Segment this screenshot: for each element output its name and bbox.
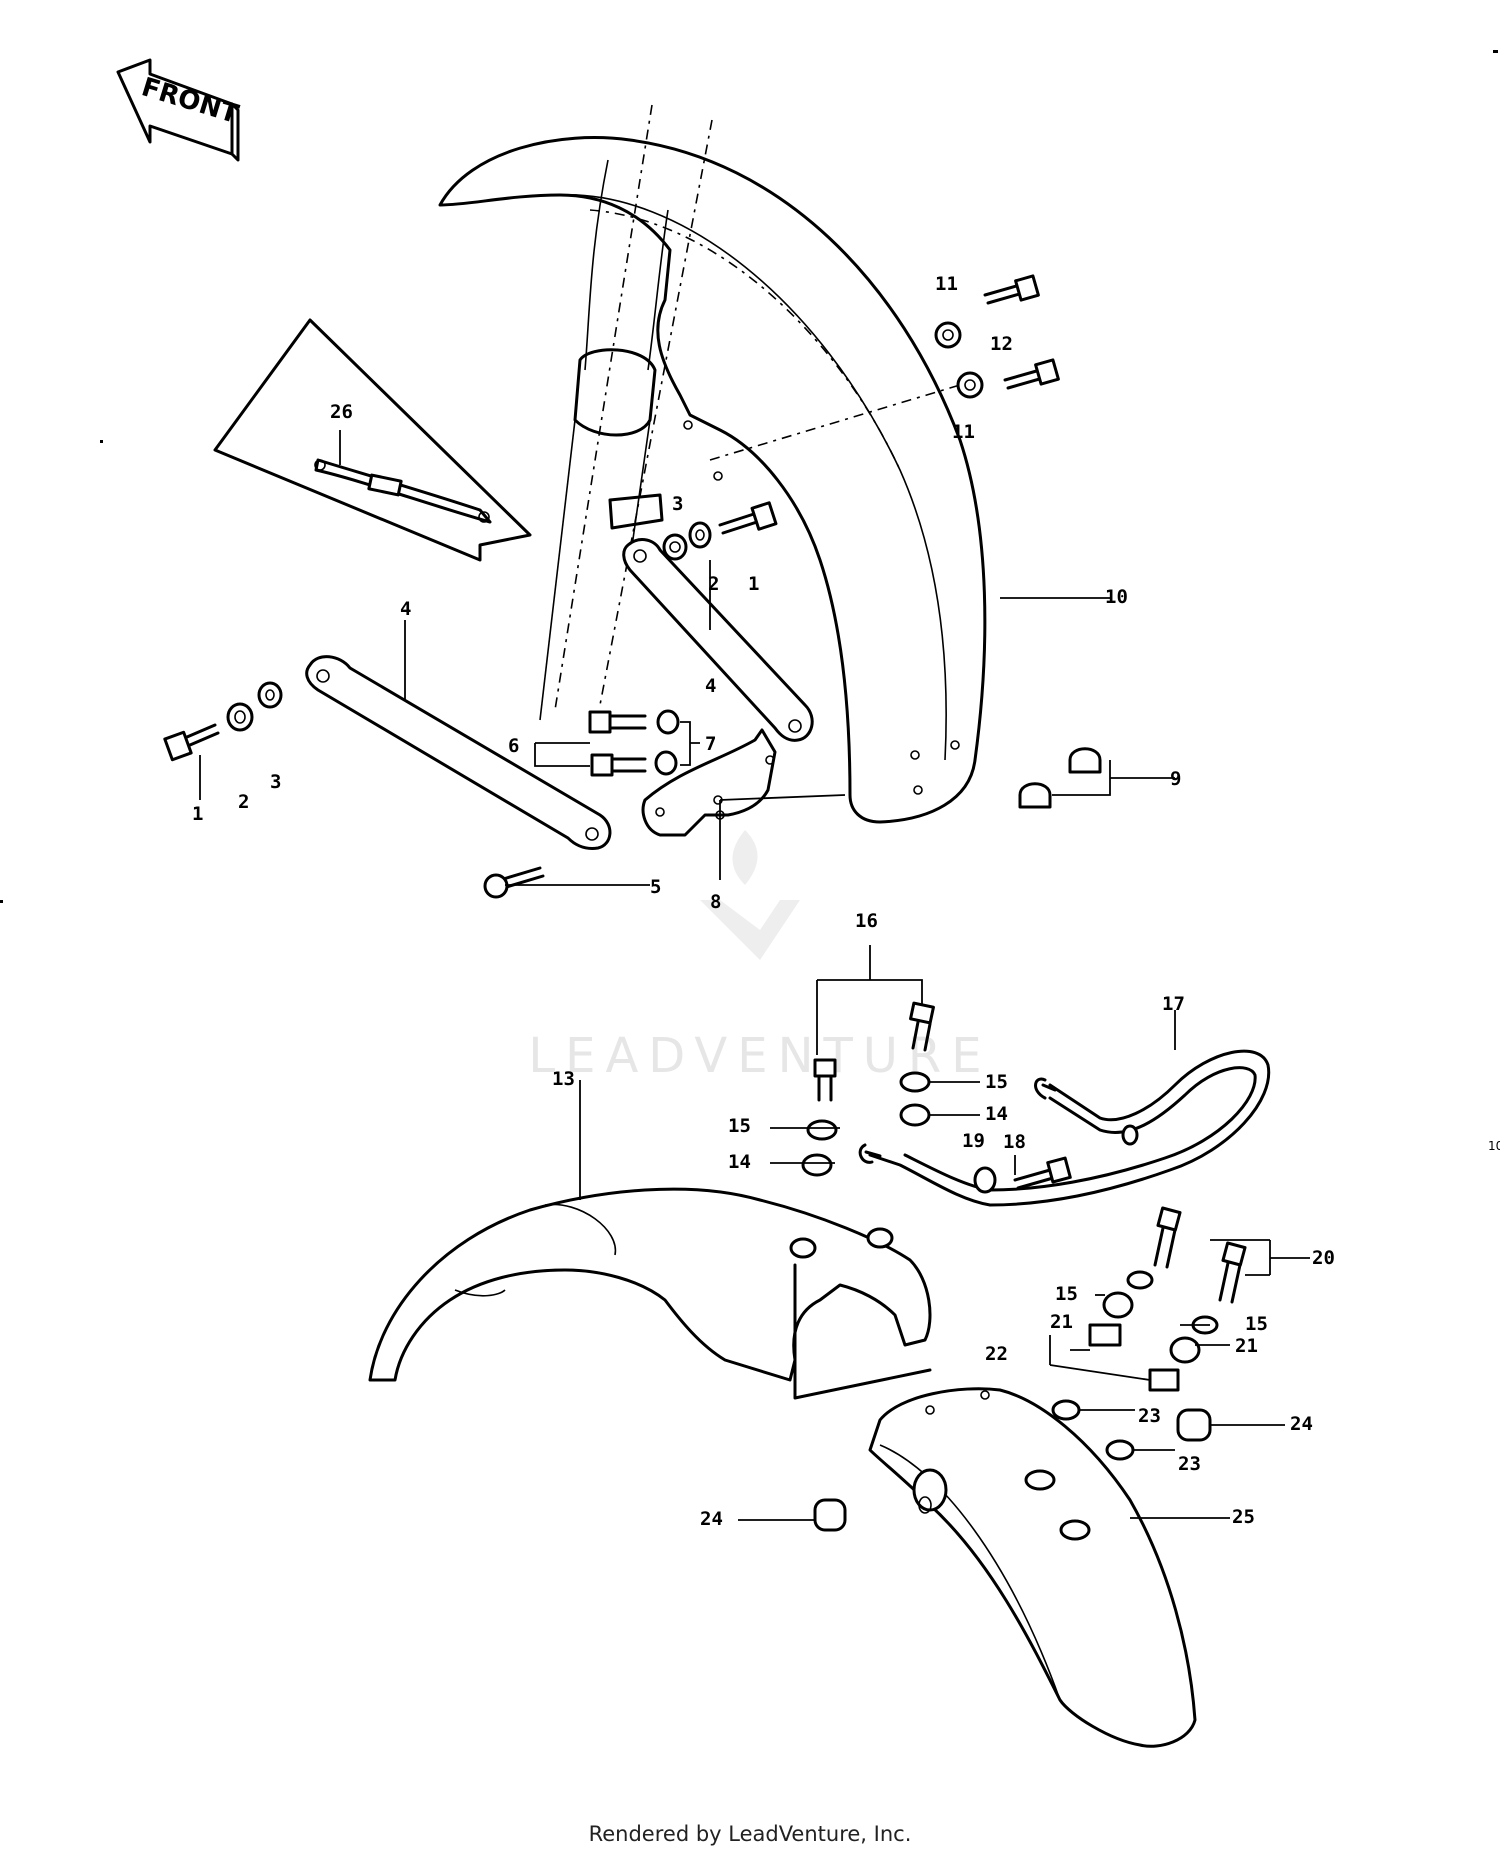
- callout-25: 25: [1232, 1506, 1255, 1528]
- callout-15-far: 15: [1245, 1313, 1268, 1335]
- callout-21-left: 21: [1050, 1311, 1073, 1333]
- hardware-rear: [801, 1001, 1247, 1532]
- callout-3-lower: 3: [270, 771, 281, 793]
- edge-marks: 10: [0, 50, 1500, 1153]
- callout-24-right: 24: [1290, 1413, 1313, 1435]
- callout-10: 10: [1105, 586, 1128, 608]
- callout-4-right: 4: [705, 675, 716, 697]
- callout-15-right: 15: [985, 1071, 1008, 1093]
- callout-18: 18: [1003, 1131, 1026, 1153]
- callout-2-lower: 2: [238, 791, 249, 813]
- callout-13: 13: [552, 1068, 575, 1090]
- callout-1-lower: 1: [192, 803, 203, 825]
- callout-3-upper: 3: [672, 493, 683, 515]
- callout-8: 8: [710, 891, 721, 913]
- callout-26: 26: [330, 401, 353, 423]
- callout-5: 5: [650, 876, 661, 898]
- front-arrow-icon: FRONT: [116, 58, 242, 162]
- callout-14-left: 14: [728, 1151, 751, 1173]
- callout-17: 17: [1162, 993, 1185, 1015]
- inset-detail-26: [213, 318, 532, 562]
- edge-page-number: 10: [1488, 1139, 1500, 1153]
- callout-20: 20: [1312, 1247, 1335, 1269]
- callout-16: 16: [855, 910, 878, 932]
- callout-12: 12: [990, 333, 1013, 355]
- fender-bracket-8: [641, 728, 777, 837]
- fender-brace-upper: [622, 538, 814, 742]
- callout-2-upper: 2: [708, 573, 719, 595]
- callout-24-left: 24: [700, 1508, 723, 1530]
- front-fender: [438, 136, 987, 824]
- callout-14-right: 14: [985, 1103, 1008, 1125]
- footer-credit: Rendered by LeadVenture, Inc.: [588, 1822, 912, 1846]
- callout-23-lower: 23: [1178, 1453, 1201, 1475]
- callout-15-mid: 15: [1055, 1283, 1078, 1305]
- callout-22: 22: [985, 1343, 1008, 1365]
- callout-11-lower: 11: [952, 421, 975, 443]
- rear-flap-25: [868, 1387, 1197, 1748]
- rear-fender: [368, 1187, 932, 1400]
- hardware-top: [163, 274, 1102, 899]
- callout-9: 9: [1170, 768, 1181, 790]
- leader-lines: [199, 430, 1310, 1521]
- callout-19: 19: [962, 1130, 985, 1152]
- callout-1-upper: 1: [748, 573, 759, 595]
- callout-11-upper: 11: [935, 273, 958, 295]
- callout-23-upper: 23: [1138, 1405, 1161, 1427]
- callout-7: 7: [705, 733, 716, 755]
- callout-4-left: 4: [400, 598, 411, 620]
- leadventure-watermark: LEADVENTURE: [528, 830, 982, 1084]
- callout-labels: 26 10 11 12 11 3 2 1 4 4 6 7 9 1 2 3 5 8…: [192, 273, 1335, 1530]
- callout-15-left: 15: [728, 1115, 751, 1137]
- callout-21-right: 21: [1235, 1335, 1258, 1357]
- fender-brace-lower: [305, 655, 612, 850]
- callout-6: 6: [508, 735, 519, 757]
